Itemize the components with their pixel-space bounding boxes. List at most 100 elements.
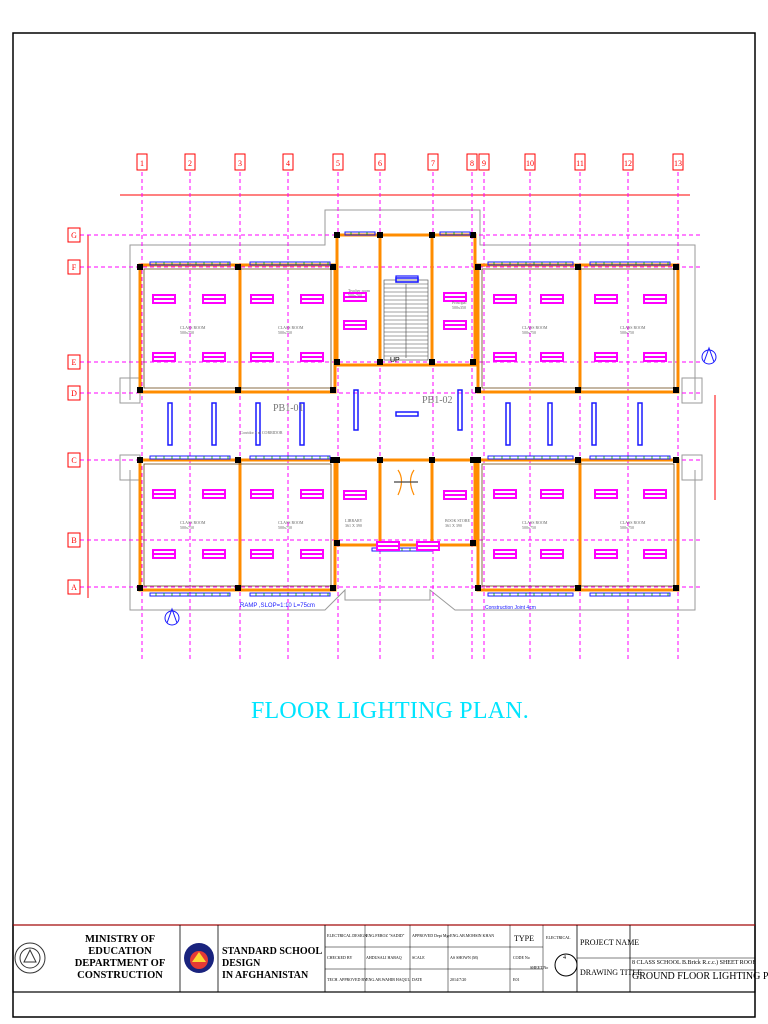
fluorescent-light [540,549,564,559]
column [673,457,679,463]
fluorescent-light [540,352,564,362]
column [470,457,476,463]
electrical-design-label: ELECTRICAL DESIGN [327,933,367,938]
fluorescent-light [443,490,467,500]
fluorescent-light [152,489,176,499]
column [673,585,679,591]
grid-column-tag: 4 [282,153,294,171]
grid-row-label: C [71,456,76,465]
grid-row-label: B [71,536,76,545]
grid-row-label: A [71,583,77,592]
grid-row-tag: B [67,532,81,548]
fluorescent-light [594,294,618,304]
fluorescent-light [152,352,176,362]
fluorescent-light [202,294,226,304]
column [235,264,241,270]
window [249,592,331,597]
window [344,231,376,236]
school-logo-icon [184,943,214,973]
tech-name: ENG.AB.WAHIB HAQUL [366,977,410,982]
column [575,387,581,393]
grid-column-label: 11 [576,159,584,168]
project-value: 8 CLASS SCHOOL B.Brick R.c.c.) SHEET ROO… [632,960,756,966]
grid-column-label: 6 [378,159,382,168]
column [235,387,241,393]
column [429,457,435,463]
grid-row-label: G [71,231,77,240]
column [137,457,143,463]
fluorescent-light [300,352,324,362]
ministry-seal-icon [14,942,46,974]
window [149,261,231,266]
fluorescent-light [202,549,226,559]
window [487,261,574,266]
scale-value: AS SHOWN (M) [450,955,478,960]
column [470,232,476,238]
corridor-tube-lights [167,277,643,446]
structural-columns [137,232,679,591]
stairs [383,275,429,361]
column [575,457,581,463]
grid-column-tag: 8 [466,153,478,171]
north-arrow-icon [164,346,717,626]
tube-light [167,402,173,446]
approved-label: APPROVED Dept Mgr [412,933,450,938]
column [235,585,241,591]
tube-light [547,402,553,446]
engineer-name: ENG.FEROZ "SADID" [366,933,405,938]
fluorescent-light [594,489,618,499]
tube-light [211,402,217,446]
tube-light [505,402,511,446]
grid-row-tag: C [67,452,81,468]
grid-row-label: F [72,263,77,272]
fluorescent-light [343,490,367,500]
checked-by-label: CHECKED BY [327,955,353,960]
tube-light [395,277,419,283]
panel-pb1-01-label: PB1-01 [273,403,304,414]
grid-column-tag: 9 [478,153,490,171]
checked-name: AHDUSALI HABAQ [366,955,402,960]
column [673,387,679,393]
grid-row-tag: A [67,579,81,595]
fluorescent-light [300,549,324,559]
column [334,359,340,365]
tube-light [457,389,463,431]
code-label: CODE No [513,955,530,960]
grid-column-label: 4 [286,159,290,168]
grid-column-label: 12 [624,159,632,168]
fluorescent-light [376,541,400,551]
grid-column-tag: 13 [672,153,684,171]
column [475,264,481,270]
fluorescent-light [643,489,667,499]
grid-row-tag: F [67,259,81,275]
fluorescent-light [443,320,467,330]
column [137,264,143,270]
fluorescent-light [540,489,564,499]
tube-light [591,402,597,446]
column [470,359,476,365]
walls-inner [143,268,675,587]
stairs-up-label: UP [390,357,400,364]
window [149,592,231,597]
ramp-note: RAMP ,SLOP=1:10 L=75cm [240,603,315,609]
grid-column-tag: 1 [136,153,148,171]
column [575,264,581,270]
grid-column-label: 3 [238,159,242,168]
windows [149,231,671,597]
fluorescent-light [250,489,274,499]
column [235,457,241,463]
sheet-number: 4 [563,955,566,961]
window [439,231,471,236]
fluorescent-light [250,549,274,559]
window [487,455,574,460]
panel-pb1-02-label: PB1-02 [422,395,453,406]
fluorescent-light [643,549,667,559]
